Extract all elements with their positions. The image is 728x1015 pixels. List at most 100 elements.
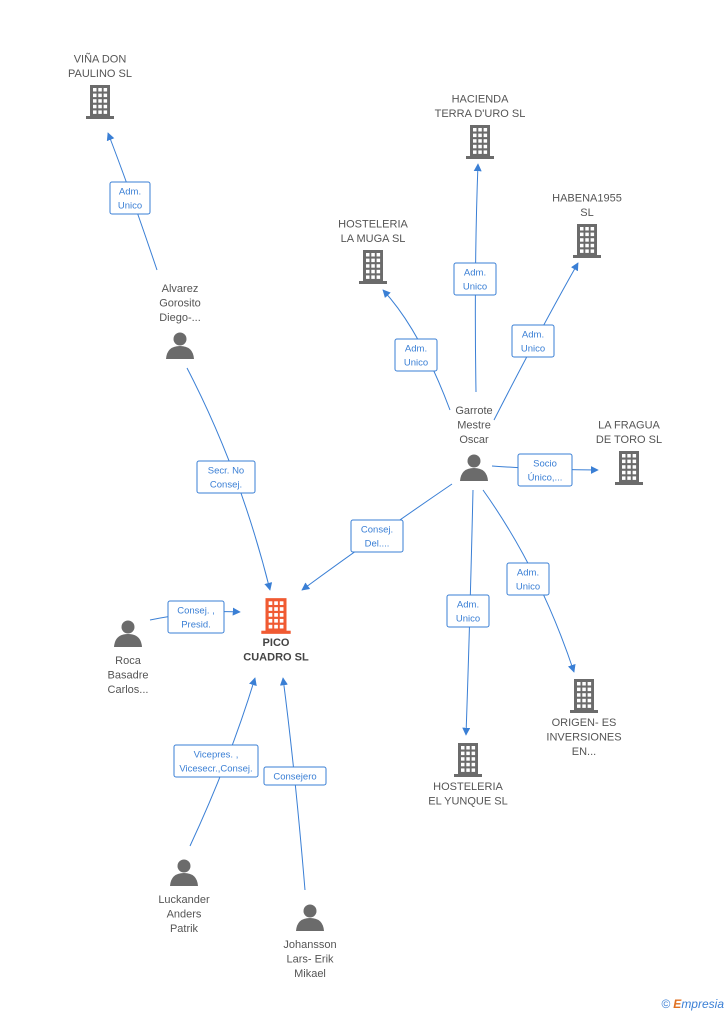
edge-label-text: Unico bbox=[404, 358, 428, 369]
edge-label-text: Consej. bbox=[361, 525, 393, 536]
edge-johansson-pico: Consejero bbox=[263, 677, 327, 891]
node-label: ORIGEN- ES bbox=[552, 717, 617, 729]
person-icon bbox=[460, 454, 488, 481]
building-icon bbox=[570, 679, 598, 713]
node-label: INVERSIONES bbox=[546, 732, 621, 744]
node-label: Garrote bbox=[455, 405, 492, 417]
person-icon bbox=[114, 620, 142, 647]
node-label: Oscar bbox=[459, 434, 489, 446]
node-label: Alvarez bbox=[162, 283, 199, 295]
edge-label-text: Consej. bbox=[210, 480, 242, 491]
node-label: HABENA1955 bbox=[552, 193, 622, 205]
edge-label-border bbox=[173, 744, 259, 778]
edge-label-box[interactable]: Vicepres. ,Vicesecr.,Consej. bbox=[173, 744, 259, 778]
edge-label-text: Unico bbox=[118, 201, 142, 212]
node-label: Gorosito bbox=[159, 298, 201, 310]
edge-alvarez-vina: Adm.Unico bbox=[106, 132, 158, 271]
edge-label-text: Unico bbox=[463, 282, 487, 293]
node-roca[interactable]: RocaBasadreCarlos... bbox=[108, 620, 149, 697]
node-label: CUADRO SL bbox=[243, 652, 309, 664]
node-label: HACIENDA bbox=[452, 94, 510, 106]
building-icon bbox=[573, 224, 601, 258]
node-origen[interactable]: ORIGEN- ES INVERSIONES EN... bbox=[546, 679, 622, 758]
edge-label-box[interactable]: Adm.Unico bbox=[511, 324, 555, 358]
edge-luckander-pico: Vicepres. ,Vicesecr.,Consej. bbox=[173, 677, 259, 847]
edge-label-box[interactable]: Consej. Del.... bbox=[350, 519, 404, 553]
building-icon bbox=[466, 125, 494, 159]
node-label: Basadre bbox=[108, 670, 149, 682]
brand-initial: E bbox=[673, 997, 682, 1011]
edge-label-box[interactable]: Consejero bbox=[263, 766, 327, 786]
edge-garrote-habena: Adm.Unico bbox=[493, 262, 579, 421]
copyright-symbol: © bbox=[661, 997, 671, 1011]
edge-label-text: Del.... bbox=[365, 539, 390, 550]
edge-label-text: Consej. , bbox=[177, 606, 215, 617]
edge-label-border bbox=[196, 460, 256, 494]
node-label: HOSTELERIA bbox=[338, 219, 408, 231]
building-icon bbox=[359, 250, 387, 284]
edge-label-box[interactable]: Adm. Unico bbox=[453, 262, 497, 296]
node-label: PAULINO SL bbox=[68, 68, 132, 80]
edge-label-text: Secr. No bbox=[208, 466, 244, 477]
footer-brand: ©Empresia bbox=[661, 997, 724, 1011]
node-label: EN... bbox=[572, 746, 596, 758]
edge-label-border bbox=[446, 594, 490, 628]
edge-label-border bbox=[109, 181, 151, 215]
node-label: HOSTELERIA bbox=[433, 781, 503, 793]
node-label: Anders bbox=[167, 909, 202, 921]
edge-label-text: Adm. bbox=[457, 600, 479, 611]
node-label: Carlos... bbox=[108, 684, 149, 696]
edge-label-text: Único,... bbox=[528, 473, 563, 484]
edge-label-text: Socio bbox=[533, 459, 557, 470]
edge-label-border bbox=[453, 262, 497, 296]
edge-label-text: Unico bbox=[456, 614, 480, 625]
edge-label-border bbox=[263, 766, 327, 786]
node-fragua[interactable]: LA FRAGUA DE TORO SL bbox=[596, 420, 662, 486]
node-label: EL YUNQUE SL bbox=[428, 796, 507, 808]
edge-label-text: Adm. bbox=[464, 268, 486, 279]
edge-label-text: Adm. bbox=[405, 344, 427, 355]
edge-garrote-hacienda: Adm. Unico bbox=[453, 163, 497, 393]
edge-garrote-fragua: SocioÚnico,... bbox=[491, 453, 599, 487]
node-label: Patrik bbox=[170, 923, 199, 935]
node-label: DE TORO SL bbox=[596, 434, 662, 446]
node-label: LA FRAGUA bbox=[598, 420, 660, 432]
edge-label-box[interactable]: Consej. , Presid. bbox=[167, 600, 225, 634]
node-label: SL bbox=[580, 207, 593, 219]
edge-label-border bbox=[517, 453, 573, 487]
node-alvarez[interactable]: AlvarezGorositoDiego-... bbox=[159, 283, 201, 359]
edge-label-text: Unico bbox=[521, 344, 545, 355]
person-icon bbox=[166, 332, 194, 359]
edge-label-text: Presid. bbox=[181, 620, 211, 631]
edge-label-box[interactable]: Adm. Unico bbox=[394, 338, 438, 372]
edge-label-box[interactable]: Adm.Unico bbox=[109, 181, 151, 215]
node-label: Mikael bbox=[294, 968, 326, 980]
building-icon bbox=[86, 85, 114, 119]
edge-label-box[interactable]: Secr. No Consej. bbox=[196, 460, 256, 494]
edge-garrote-muga: Adm. Unico bbox=[382, 289, 451, 411]
edge-label-text: Vicesecr.,Consej. bbox=[179, 764, 252, 775]
edge-roca-pico: Consej. , Presid. bbox=[149, 600, 241, 634]
edge-label-border bbox=[511, 324, 555, 358]
node-label: Luckander bbox=[158, 894, 210, 906]
node-label: Johansson bbox=[283, 939, 336, 951]
node-yunque[interactable]: HOSTELERIA EL YUNQUE SL bbox=[428, 743, 508, 808]
person-icon bbox=[170, 859, 198, 886]
building-icon bbox=[615, 451, 643, 485]
edge-label-text: Consejero bbox=[273, 772, 316, 783]
edge-label-box[interactable]: Adm. Unico bbox=[446, 594, 490, 628]
edge-label-box[interactable]: Adm.Unico bbox=[506, 562, 550, 596]
brand-name: mpresia bbox=[681, 997, 724, 1011]
edge-label-box[interactable]: SocioÚnico,... bbox=[517, 453, 573, 487]
